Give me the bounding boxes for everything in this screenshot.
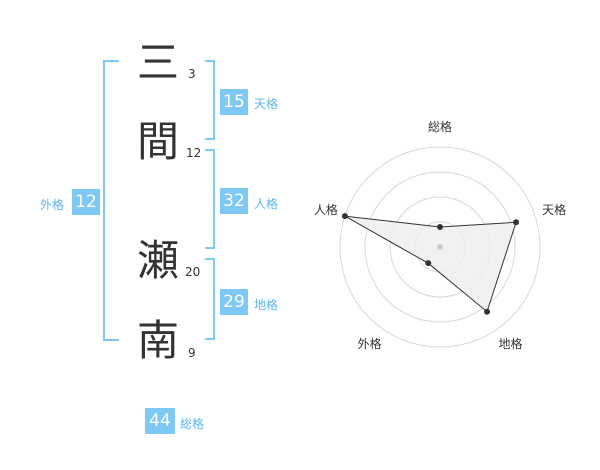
- name-char-4: 南: [136, 316, 179, 365]
- tenkaku-bracket: [205, 60, 215, 140]
- name-char-1: 三: [136, 38, 179, 87]
- chikaku-label: 地格: [254, 298, 279, 312]
- chikaku-bracket: [205, 258, 215, 340]
- radar-point-1: [437, 224, 443, 230]
- radar-point-5: [341, 213, 348, 220]
- radar-center-dot: [437, 244, 443, 250]
- soukaku-value: 44: [145, 408, 175, 434]
- radar-axis-label-5: 人格: [314, 202, 338, 217]
- stroke-count-1: 3: [188, 67, 196, 81]
- soukaku-label: 総格: [180, 417, 205, 431]
- stroke-count-3: 20: [185, 265, 201, 279]
- jinkaku-label: 人格: [254, 197, 279, 211]
- stroke-count-2: 12: [186, 146, 202, 160]
- chikaku-value: 29: [220, 289, 248, 315]
- gaikaku-value: 12: [72, 189, 100, 215]
- tenkaku-value: 15: [220, 89, 248, 115]
- radar-grid-ring: [339, 146, 541, 348]
- radar-axis-label-1: 総格: [428, 119, 452, 134]
- radar-axis-label-2: 天格: [542, 202, 566, 217]
- name-char-2: 間: [136, 117, 179, 166]
- gaikaku-bracket: [103, 60, 119, 341]
- radar-point-2: [513, 219, 520, 226]
- jinkaku-value: 32: [220, 188, 248, 214]
- radar-point-4: [425, 260, 432, 267]
- stroke-count-4: 9: [188, 346, 196, 360]
- radar-grid-ring: [364, 171, 516, 323]
- radar-axis-label-3: 地格: [498, 336, 522, 351]
- jinkaku-bracket: [205, 149, 215, 249]
- name-char-3: 瀬: [136, 236, 179, 285]
- gaikaku-label: 外格: [40, 198, 65, 212]
- radar-point-3: [484, 308, 491, 315]
- tenkaku-label: 天格: [254, 97, 279, 111]
- radar-axis-label-4: 外格: [357, 336, 381, 351]
